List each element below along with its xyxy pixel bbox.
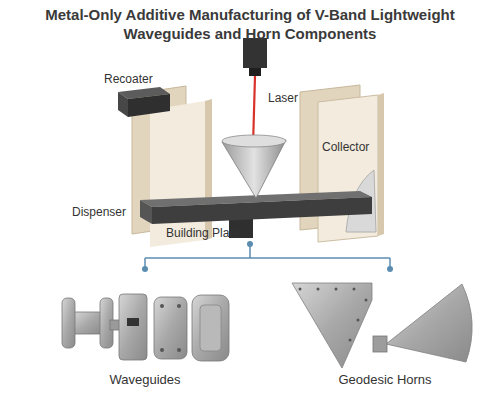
waveguide-face xyxy=(200,305,221,351)
tree-bar xyxy=(145,257,390,259)
panel-caption: Geodesic Horns xyxy=(338,372,431,388)
part-label: Building Plate xyxy=(166,226,239,240)
waveguide-flange xyxy=(119,294,147,360)
tree-dots xyxy=(142,241,393,272)
laser-body xyxy=(243,38,267,68)
waveguide-body xyxy=(74,312,102,334)
tree-dot xyxy=(247,241,253,247)
screw-hole xyxy=(160,304,164,308)
part-label: Collector xyxy=(322,140,369,154)
collector-front-panel xyxy=(318,95,378,242)
part-label: Dispenser xyxy=(72,205,126,219)
screw-hole xyxy=(335,288,338,291)
laser-head xyxy=(243,38,267,146)
horn-plate xyxy=(292,283,372,368)
screw-hole xyxy=(299,288,302,291)
part-label: Recoater xyxy=(104,72,153,86)
horn-photo xyxy=(292,283,472,368)
printed-cone xyxy=(222,135,286,198)
plate-front xyxy=(152,197,372,224)
collector-wall xyxy=(300,85,384,242)
waveguide-photo xyxy=(62,294,229,361)
screw-hole xyxy=(317,288,320,291)
screw-hole xyxy=(177,348,181,352)
geodesic-horn xyxy=(386,284,472,362)
screw-hole xyxy=(365,299,368,302)
tree-dot xyxy=(142,266,148,272)
tree-dot xyxy=(387,266,393,272)
screw-hole xyxy=(349,339,352,342)
waveguide-block xyxy=(192,295,229,361)
recoater-front xyxy=(128,94,170,117)
cone-top xyxy=(222,135,286,147)
collector-side xyxy=(378,93,384,236)
product-panel: Waveguides xyxy=(55,280,235,388)
laser-nozzle xyxy=(249,68,261,76)
branch-tree xyxy=(145,244,390,268)
dispenser-front-panel xyxy=(150,101,205,247)
diagram-title: Metal-Only Additive Manufacturing of V-B… xyxy=(40,5,460,43)
panel-caption: Waveguides xyxy=(109,372,180,388)
screw-hole xyxy=(357,319,360,322)
waveguide-stub xyxy=(110,320,120,330)
waveguide-block xyxy=(154,297,187,359)
horn-flange xyxy=(373,336,387,352)
part-label: Laser xyxy=(268,91,298,105)
waveguide-aperture xyxy=(127,318,139,326)
recoater-side xyxy=(118,92,128,117)
waveguide-flange xyxy=(62,298,75,348)
screw-hole xyxy=(353,288,356,291)
screw-hole xyxy=(177,304,181,308)
product-panel: Geodesic Horns xyxy=(285,280,485,388)
recoater-block xyxy=(118,87,170,117)
cone-body xyxy=(222,140,286,198)
plate-end xyxy=(140,200,152,224)
screw-hole xyxy=(160,348,164,352)
